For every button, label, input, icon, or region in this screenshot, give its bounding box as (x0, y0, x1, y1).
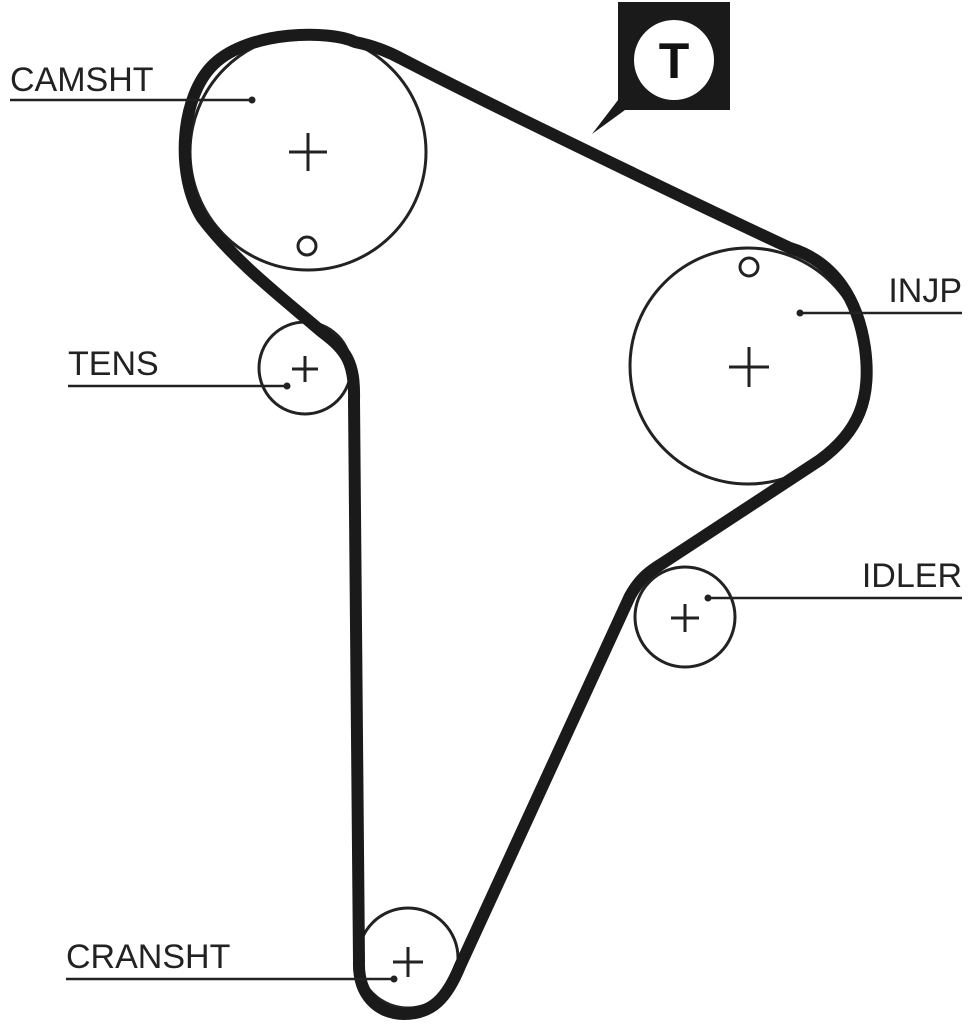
tensioner-center-mark (292, 356, 318, 382)
tensioner-label: TENS (68, 345, 159, 383)
tension-badge-letter: T (659, 33, 690, 89)
camshaft-timing-mark (296, 235, 318, 257)
tensioner-pulley (257, 320, 353, 416)
crankshaft-center-mark (393, 947, 423, 977)
idler-leader-dot (704, 594, 712, 602)
idler-pulley-circle (633, 565, 737, 669)
crankshaft-leader-dot (390, 975, 398, 983)
injection-pump-timing-mark (738, 256, 760, 278)
tension-badge: T (592, 2, 730, 134)
timing-belt (178, 28, 873, 1020)
camshaft-center-mark (289, 133, 327, 171)
idler-label: IDLER (862, 557, 962, 595)
idler-center-mark (671, 604, 699, 632)
idler-pulley (633, 565, 737, 669)
injection-pump-leader-dot (796, 309, 804, 317)
tensioner-leader-dot (283, 382, 291, 390)
camshaft-label: CAMSHT (10, 61, 154, 99)
camshaft-pulley (188, 32, 428, 272)
tension-badge-circle (634, 20, 714, 100)
injection-pump-center-mark (729, 347, 769, 387)
leader-lines (10, 96, 962, 983)
camshaft-leader-dot (248, 96, 256, 104)
injection-pump-label: INJP (888, 272, 962, 310)
crankshaft-label: CRANSHT (66, 938, 230, 976)
